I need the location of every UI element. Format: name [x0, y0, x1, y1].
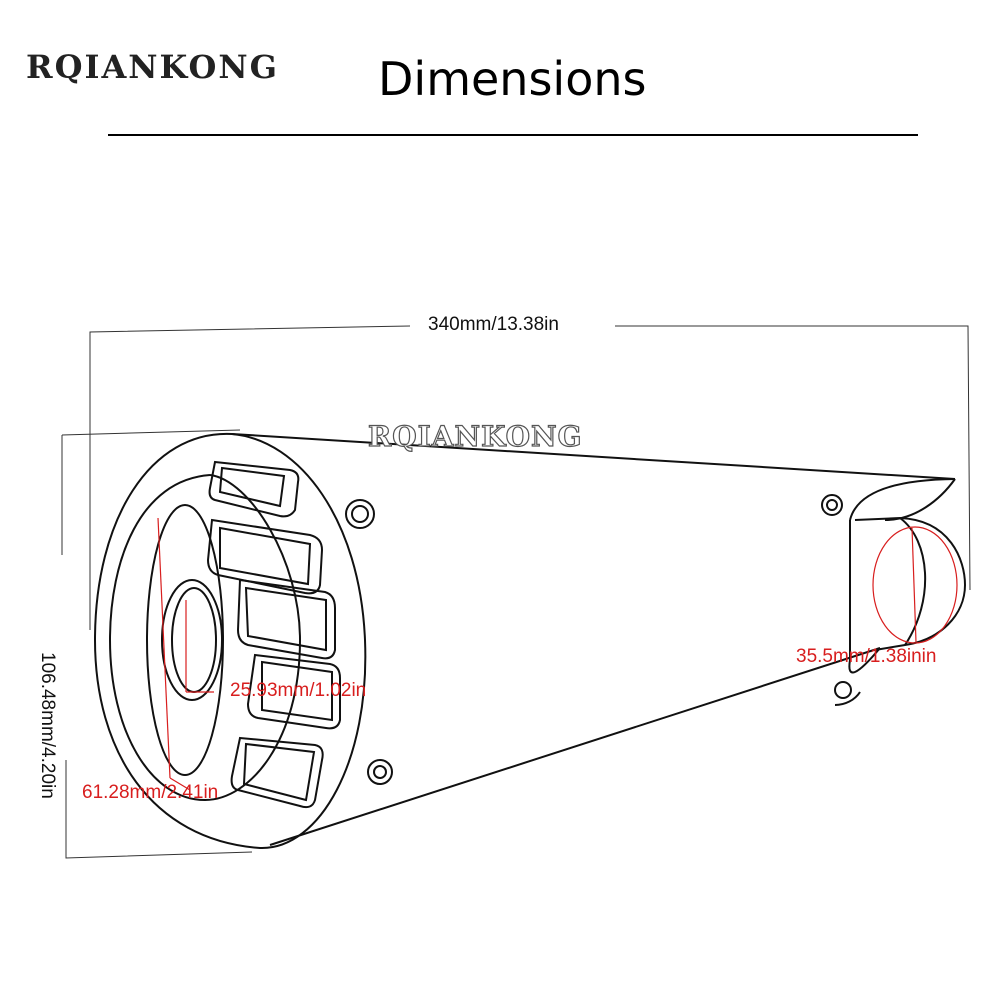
rear-outlet-dimension: 35.5mm/1.38inin	[796, 646, 937, 667]
height-dimension: 106.48mm/4.20in	[37, 652, 58, 799]
brand-logo: RQIANKONG	[26, 48, 279, 86]
dimension-lines	[61, 325, 971, 859]
length-dim-right	[615, 325, 971, 591]
vent-slots	[206, 460, 341, 809]
title-divider	[108, 134, 918, 136]
bolt-icon	[834, 681, 852, 699]
red-measure-marks	[157, 517, 958, 791]
inner-outlet-dimension: 25.93mm/1.02in	[230, 680, 367, 701]
rear-outlet-pipe	[854, 516, 967, 651]
page-title: Dimensions	[378, 52, 647, 106]
height-dim-bottom	[65, 760, 253, 859]
bolt-icon	[345, 499, 375, 529]
mounting-bolts	[345, 494, 852, 785]
length-dimension: 340mm/13.38in	[428, 314, 559, 335]
bolt-icon	[367, 759, 393, 785]
height-dim-top	[61, 429, 241, 436]
length-dim-left	[89, 325, 411, 630]
cone-opening-dimension: 61.28mm/2.41in	[82, 782, 219, 803]
bolt-icon	[821, 494, 843, 516]
watermark: RQIANKONG	[367, 419, 583, 453]
